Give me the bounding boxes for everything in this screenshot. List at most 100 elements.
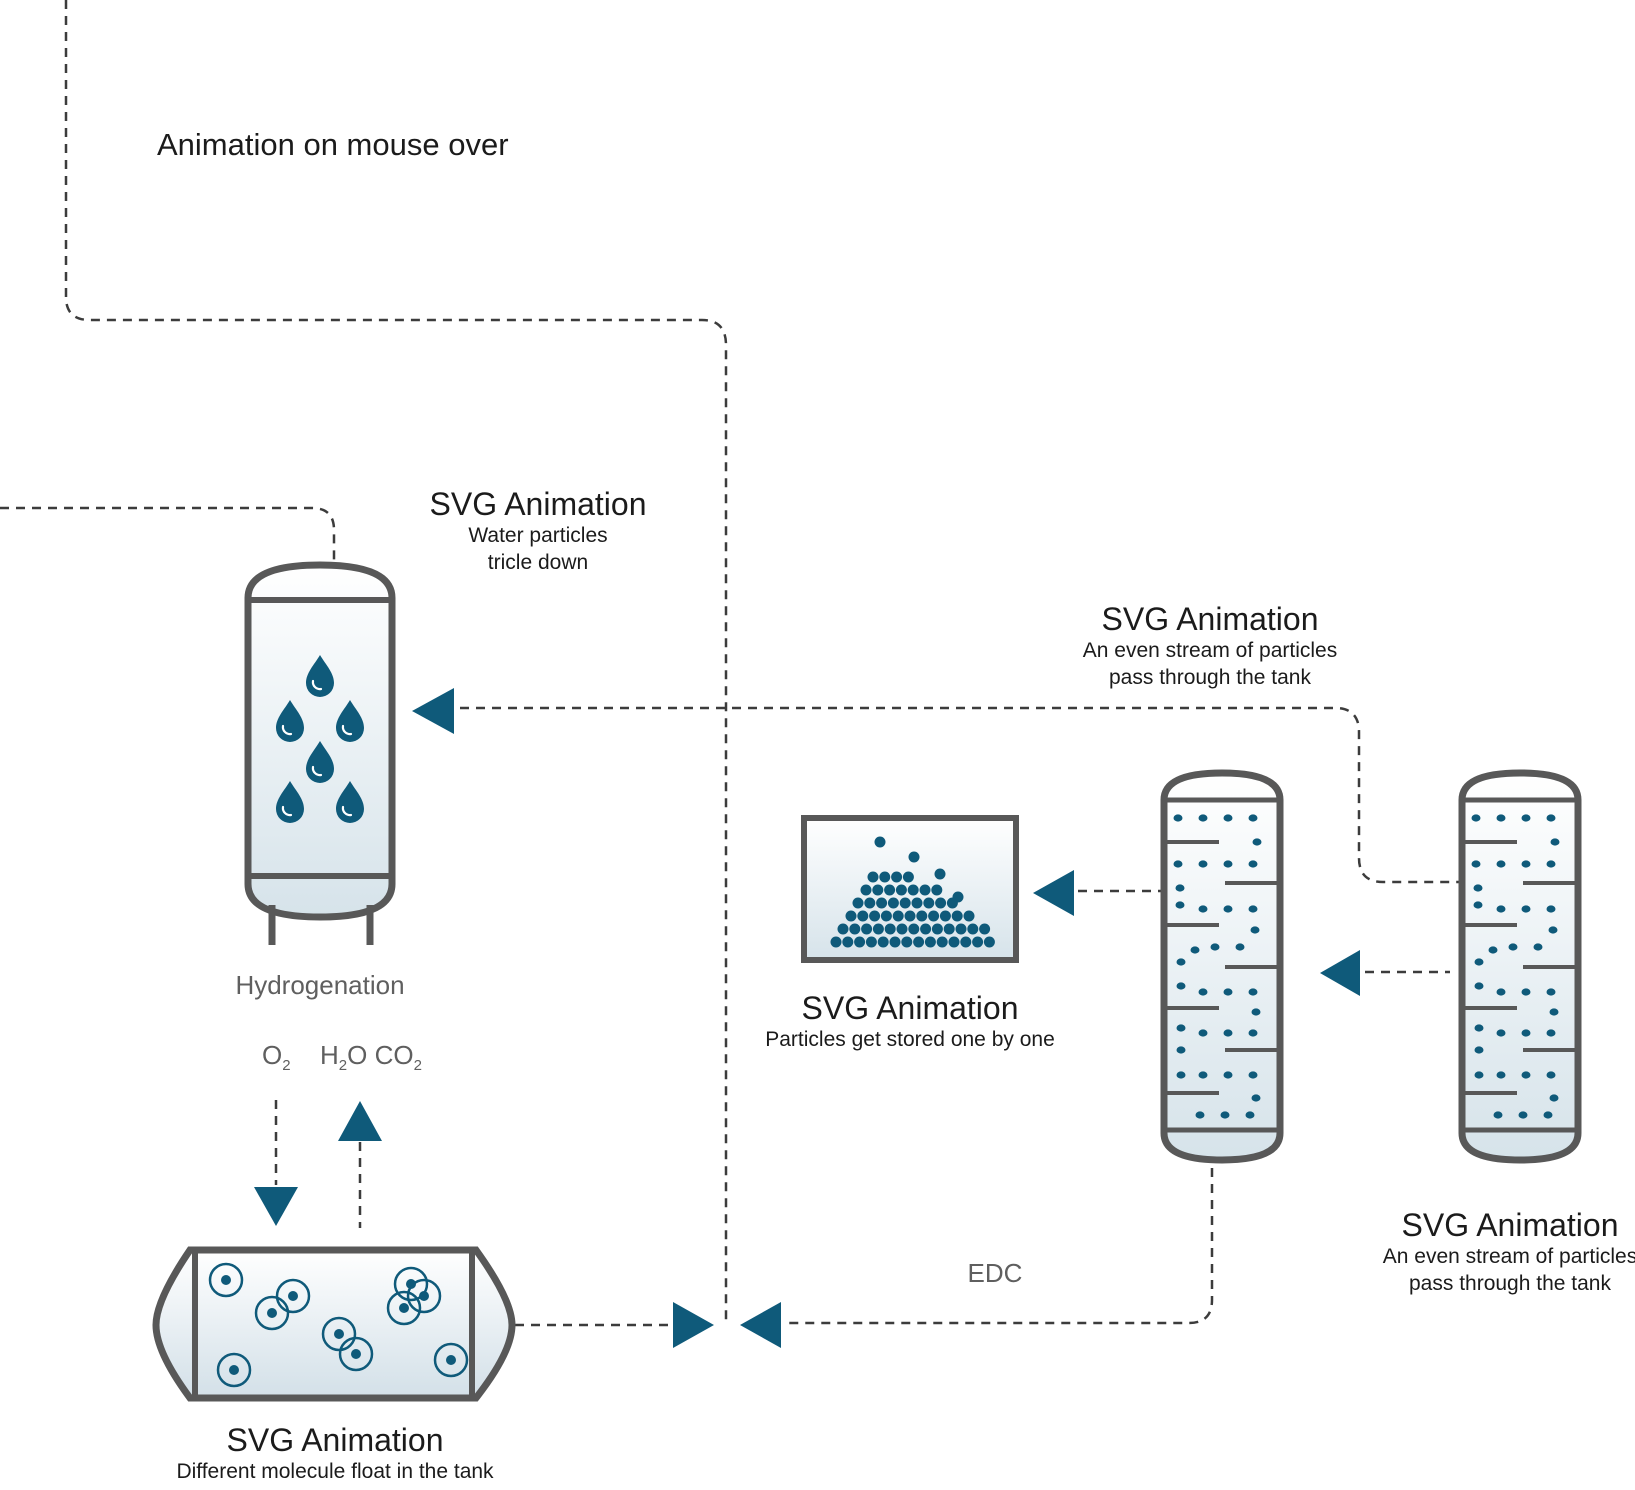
storage-desc: Particles get stored one by one	[765, 1028, 1055, 1051]
particle	[919, 884, 931, 896]
particle	[1190, 946, 1200, 954]
particle	[924, 936, 936, 948]
line-left-to-hydro	[0, 506, 336, 560]
particle	[1176, 982, 1186, 990]
baffles	[1465, 840, 1575, 1095]
particle	[854, 936, 866, 948]
particle	[872, 884, 884, 896]
particle	[879, 871, 891, 883]
float-tank[interactable]	[152, 1246, 516, 1402]
particle	[1474, 1071, 1484, 1079]
particle	[1223, 988, 1233, 996]
molecule-icon	[406, 1278, 442, 1314]
particle	[1518, 1111, 1528, 1119]
particle	[931, 923, 943, 935]
particle	[1496, 814, 1506, 822]
particle	[852, 897, 864, 909]
stream-top-title: SVG Animation	[1101, 601, 1319, 637]
particle	[884, 923, 896, 935]
particle	[916, 910, 928, 922]
particle	[901, 936, 913, 948]
particle	[874, 836, 886, 848]
stream-right-title: SVG Animation	[1401, 1207, 1619, 1243]
stream-particles	[1471, 814, 1560, 1119]
line-middle-down	[785, 1168, 1214, 1325]
molecule-icon	[216, 1352, 252, 1388]
particle	[895, 884, 907, 896]
particle	[951, 910, 963, 922]
particle	[1173, 814, 1183, 822]
arrow-left-icon	[412, 688, 454, 734]
storage-box[interactable]	[801, 815, 1019, 963]
stored-particles	[830, 836, 995, 948]
particle	[1550, 838, 1560, 846]
particle	[887, 897, 899, 909]
particle	[1473, 901, 1483, 909]
particle	[935, 897, 947, 909]
particle	[861, 923, 873, 935]
particle	[1496, 860, 1506, 868]
water-drops	[276, 655, 364, 823]
particle	[1474, 1046, 1484, 1054]
particle	[1521, 1029, 1531, 1037]
particle	[1248, 1029, 1258, 1037]
water-drop-icon	[306, 655, 334, 697]
particle	[1546, 988, 1556, 996]
particle	[1546, 1071, 1556, 1079]
particle	[936, 936, 948, 948]
particle	[876, 897, 888, 909]
particle	[960, 936, 972, 948]
particle	[1198, 1029, 1208, 1037]
storage-caption: SVG Animation Particles get stored one b…	[740, 990, 1080, 1053]
particle	[928, 910, 940, 922]
edc-label: EDC	[967, 1258, 1023, 1288]
particle	[1175, 901, 1185, 909]
particle	[1496, 905, 1506, 913]
arrow-left-icon	[1320, 950, 1360, 996]
column-right[interactable]	[1458, 769, 1582, 1164]
particle	[963, 910, 975, 922]
water-drop-icon	[276, 700, 304, 742]
particle	[1474, 958, 1484, 966]
particle	[1533, 943, 1543, 951]
particle	[1198, 814, 1208, 822]
particle	[1508, 943, 1518, 951]
particle	[1210, 943, 1220, 951]
particle	[1250, 926, 1260, 934]
arrow-right-icon	[673, 1302, 714, 1348]
particle	[1176, 958, 1186, 966]
particle	[849, 923, 861, 935]
particle	[1198, 1071, 1208, 1079]
stream-right-caption: SVG Animation An even stream of particle…	[1360, 1207, 1635, 1297]
particle	[1521, 814, 1531, 822]
particle	[1471, 814, 1481, 822]
column-middle[interactable]	[1160, 769, 1284, 1164]
particle	[1176, 1024, 1186, 1032]
particle	[967, 923, 979, 935]
hydrogenation-tank[interactable]	[244, 561, 396, 945]
particle	[877, 936, 889, 948]
particle	[845, 910, 857, 922]
h2o-co2-label: H2O CO2	[320, 1040, 422, 1074]
particle	[1546, 1029, 1556, 1037]
stream-top-desc-2: pass through the tank	[1109, 666, 1311, 689]
particle	[1248, 905, 1258, 913]
particle	[979, 923, 991, 935]
arrow-left-icon	[740, 1302, 781, 1348]
baffles	[1167, 840, 1277, 1095]
particle	[943, 923, 955, 935]
particle	[860, 884, 872, 896]
particle	[1473, 884, 1483, 892]
particle	[1223, 814, 1233, 822]
particle	[904, 910, 916, 922]
water-drop-icon	[336, 700, 364, 742]
water-drop-icon	[336, 781, 364, 823]
molecule-icon	[275, 1278, 311, 1314]
particle	[1220, 1111, 1230, 1119]
particle	[1496, 988, 1506, 996]
particle	[911, 897, 923, 909]
water-drop-icon	[306, 741, 334, 783]
particle	[1235, 943, 1245, 951]
particle	[952, 891, 964, 903]
molecule-icon	[433, 1342, 469, 1378]
